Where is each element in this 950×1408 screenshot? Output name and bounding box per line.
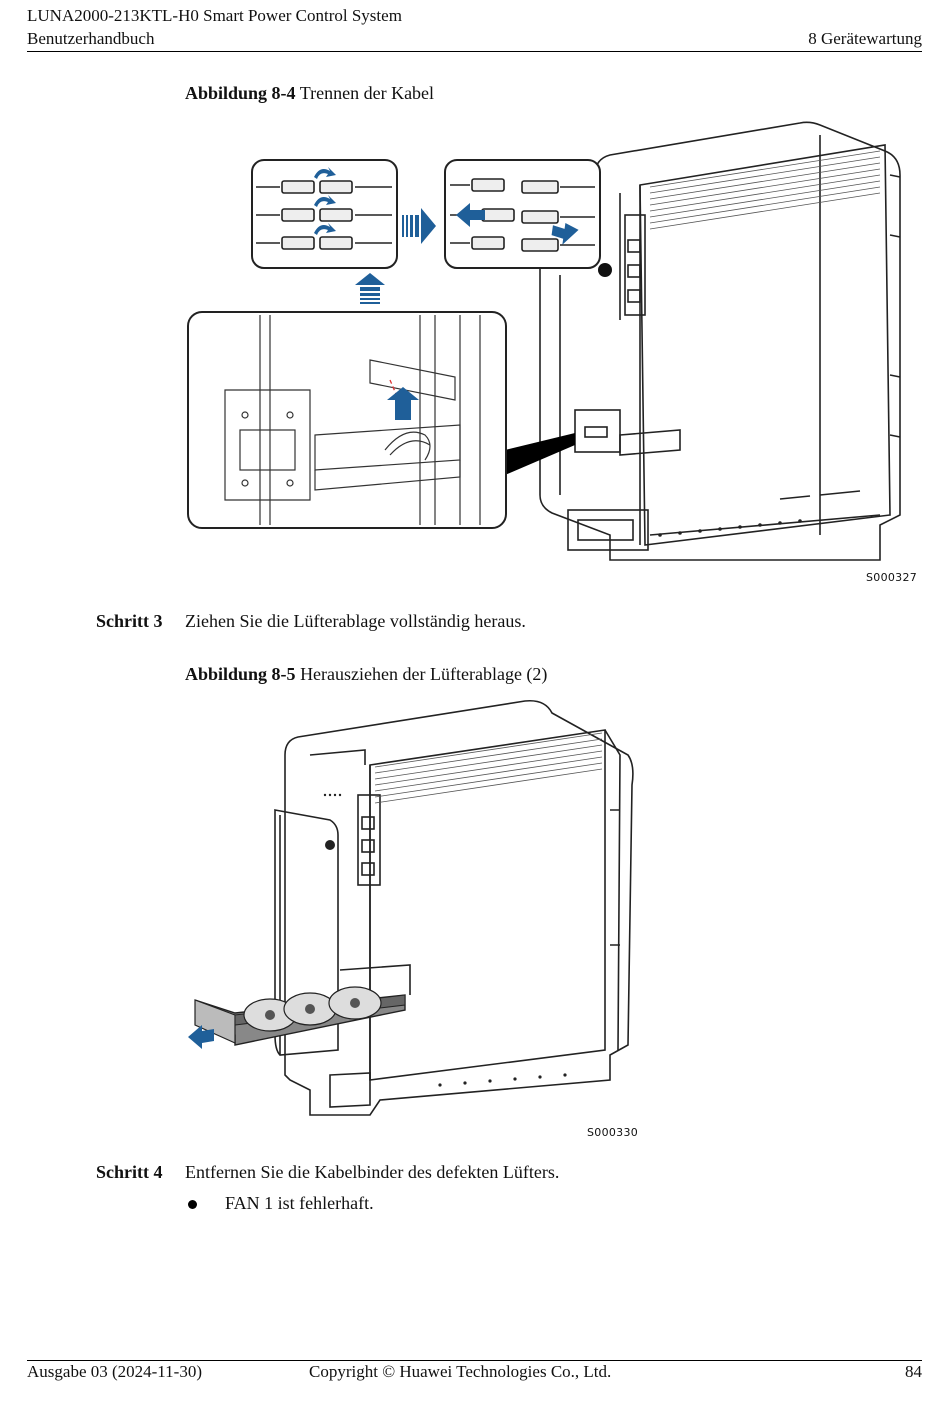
figure-8-4-illustration [180,115,920,570]
cable-disconnect-drawing [187,121,901,561]
left-arrow-icon [456,203,485,227]
footer-copyright: Copyright © Huawei Technologies Co., Ltd… [309,1362,612,1381]
connector-inset-before [251,159,398,269]
pull-out-arrow-icon [188,1025,214,1049]
footer-page-number: 84 [905,1362,922,1381]
step-4-bullet: FAN 1 ist fehlerhaft. [225,1193,374,1213]
step-4-label: Schritt 4 [96,1162,163,1182]
figure-8-5-title: Herausziehen der Lüfterablage (2) [300,664,548,684]
figure-8-5-illustration [180,695,640,1125]
figure-8-4-caption: Abbildung 8-4 Trennen der Kabel [185,83,434,104]
header-product-title: LUNA2000-213KTL-H0 Smart Power Control S… [27,6,402,25]
figure-8-4-label: Abbildung 8-4 [185,83,296,103]
connector-inset-after [444,159,601,269]
footer-edition: Ausgabe 03 (2024-11-30) [27,1362,202,1381]
fan-tray [194,986,406,1046]
step-3-text: Ziehen Sie die Lüfterablage vollständig … [185,611,526,631]
step-4: Schritt 4 Entfernen Sie die Kabelbinder … [96,1162,796,1186]
header-chapter: 8 Gerätewartung [808,29,922,48]
right-arrow-icon [402,208,436,244]
step-4-text: Entfernen Sie die Kabelbinder des defekt… [185,1162,560,1182]
figure-8-5-label: Abbildung 8-5 [185,664,296,684]
figure-8-4-id: S000327 [866,571,918,584]
bullet-icon [188,1200,197,1209]
header-rule [27,51,922,52]
detail-inset [187,311,507,529]
figure-8-4-title: Trennen der Kabel [299,83,435,103]
up-striped-arrow-icon [355,273,385,304]
figure-8-5-id: S000330 [587,1126,639,1139]
step-3: Schritt 3 Ziehen Sie die Lüfterablage vo… [96,611,796,635]
up-arrow-icon [387,387,419,420]
step-3-label: Schritt 3 [96,611,163,631]
right-pull-arrow-icon [551,222,579,245]
footer-rule [27,1360,922,1361]
fan-tray-drawing [188,699,634,1116]
header-doc-type: Benutzerhandbuch [27,29,155,48]
figure-8-5-caption: Abbildung 8-5 Herausziehen der Lüfterabl… [185,664,547,685]
